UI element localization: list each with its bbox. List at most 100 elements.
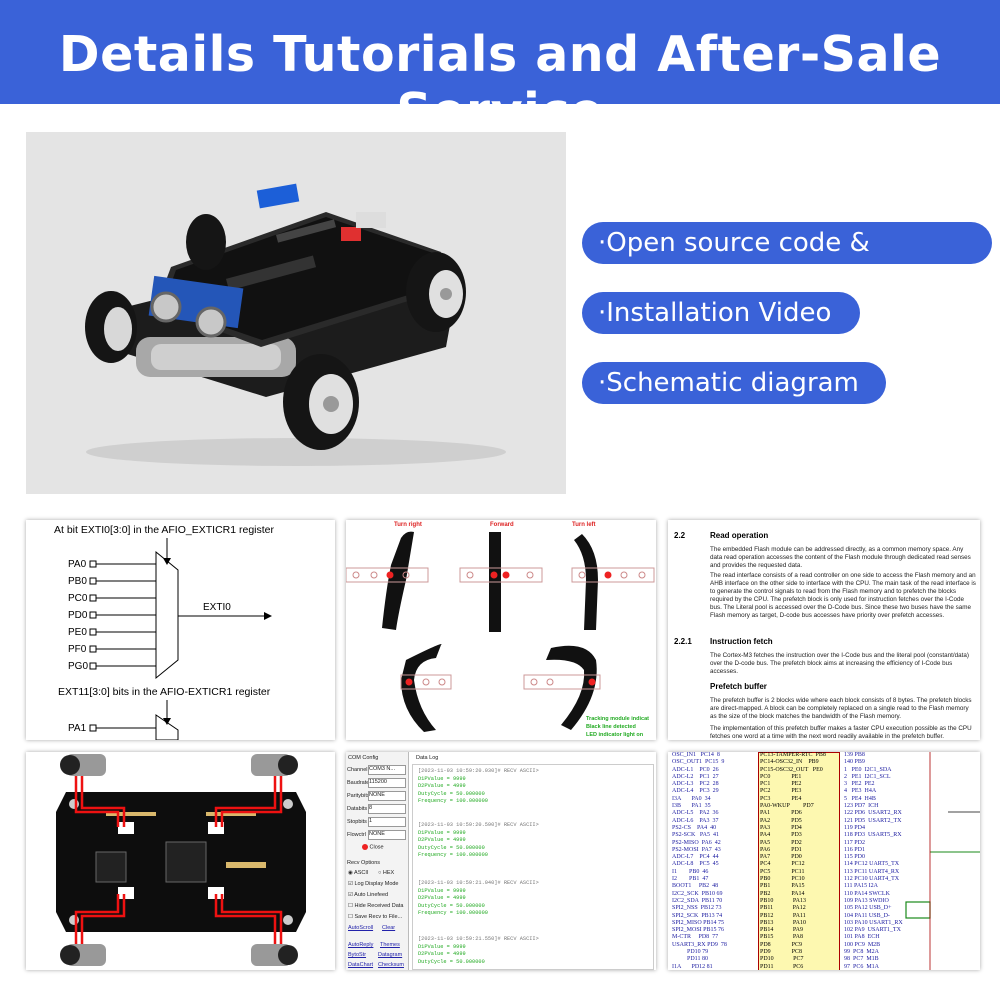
auto-linefeed-checkbox[interactable]: ☑ Auto Linefeed <box>348 892 389 898</box>
stopbits-select[interactable]: 1 <box>368 817 406 827</box>
hide-received-checkbox[interactable]: ☐ Hide Received Data <box>348 903 404 909</box>
ascii-radio[interactable]: ◉ ASCII <box>348 870 369 876</box>
log-line: DutyCycle = 50.000000 <box>418 958 485 965</box>
log-display-checkbox[interactable]: ☑ Log Display Mode <box>348 881 399 887</box>
pin-label: PE0 <box>68 627 87 638</box>
thumb-datasheet: 2.2 Read operation The embedded Flash mo… <box>668 520 980 740</box>
themes-link[interactable]: Themes <box>380 942 400 948</box>
log-line: Frequency = 100.000000 <box>418 910 488 916</box>
schematic-left-nets: OSC_IN1 PC14 8 OSC_OUT1 PC15 9 ADC-L1 PC… <box>672 752 727 970</box>
log-head: [2023-11-03 10:59:20.590]# RECV ASCII> <box>418 822 539 828</box>
schematic-wires <box>905 752 980 970</box>
section-number: 2.2.1 <box>674 637 692 646</box>
pin-label: PC0 <box>68 593 88 604</box>
robot-car-illustration <box>85 183 506 466</box>
checksum-link[interactable]: Checksum <box>378 962 404 968</box>
log-line: DutyCycle = 50.000000 <box>418 844 485 851</box>
field-label: Databits <box>347 806 368 812</box>
label-turn-right: Turn right <box>394 522 422 528</box>
schematic-mcu-pins: PC13-TAMPER-RTC PB8 PC14-OSC32_IN PB9 PC… <box>760 752 826 970</box>
schematic-right-nets: 139 PB8 140 PB9 1 PE0 I2C1_SDA 2 PE1 I2C… <box>844 752 903 970</box>
banner-title: Details Tutorials and After-Sale Service <box>58 26 942 140</box>
feature-open-source: ·Open source code & courses <box>582 222 992 300</box>
baudrate-select[interactable]: 115200 <box>368 778 406 788</box>
feature-installation-video: ·Installation Video <box>582 292 860 334</box>
log-head: [2023-11-03 10:59:21.040]# RECV ASCII> <box>418 880 539 886</box>
thumb-serial-tool: COM Config Channel COM3 N... Baudrate 11… <box>346 752 656 970</box>
note-tracking: Tracking module indicat <box>586 716 649 722</box>
log-line: D1PValue = 9999 <box>418 943 466 950</box>
pin-label: PA1 <box>68 723 87 734</box>
log-line: Frequency = 100.000000 <box>418 798 488 804</box>
pin-label: PF0 <box>68 644 87 655</box>
log-line: D2PValue = 4999 <box>418 837 466 843</box>
wheel-front-left <box>85 291 137 363</box>
datachart-link[interactable]: DataChart <box>348 962 374 968</box>
save-recv-checkbox[interactable]: ☐ Save Recv to File... <box>348 914 403 920</box>
field-label: Paritybits <box>347 793 370 799</box>
pcb-wiring-diagram <box>26 752 335 970</box>
subsection-title: Prefetch buffer <box>710 682 767 691</box>
paragraph: The embedded Flash module can be address… <box>710 546 971 569</box>
label-turn-left: Turn left <box>572 522 596 528</box>
wheel-rear-left <box>186 214 226 270</box>
log-line: DutyCycle = 50.000000 <box>418 902 485 909</box>
recv-options-title: Recv Options <box>347 860 381 866</box>
mux-title-1: At bit EXTI0[3:0] in the AFIO_EXTICR1 re… <box>54 524 275 536</box>
mux-title-2: EXT11[3:0] bits in the AFIO-EXTICR1 regi… <box>58 686 271 698</box>
feature-schematic: ·Schematic diagram <box>582 362 886 404</box>
thumb-schematic: OSC_IN1 PC14 8 OSC_OUT1 PC15 9 ADC-L1 PC… <box>668 752 980 970</box>
log-line: D2PValue = 4999 <box>418 951 466 957</box>
header-banner: Details Tutorials and After-Sale Service <box>0 0 1000 140</box>
note-black-line: Black line detected <box>586 724 636 730</box>
mux-diagram <box>89 538 272 740</box>
pin-label: PD0 <box>68 610 88 621</box>
exti0-label: EXTI0 <box>203 602 231 613</box>
wheel-rear-right <box>406 252 466 332</box>
log-line: D1PValue = 9999 <box>418 887 466 894</box>
log-line: D1PValue = 9999 <box>418 775 466 782</box>
paragraph: The Cortex-M3 fetches the instruction ov… <box>710 652 970 675</box>
bytostr-link[interactable]: BytoStr <box>348 952 367 958</box>
log-line: D2PValue = 4999 <box>418 895 466 901</box>
channel-select[interactable]: COM3 N... <box>368 765 406 775</box>
parity-select[interactable]: NONE <box>368 791 406 801</box>
datagram-link[interactable]: Datagram <box>378 952 403 958</box>
log-line: D1PValue = 9999 <box>418 829 466 836</box>
serial-sidebar <box>346 752 409 970</box>
log-head: [2023-11-03 10:59:20.030]# RECV ASCII> <box>418 768 539 774</box>
log-line: D2PValue = 4999 <box>418 783 466 789</box>
pin-label: PB0 <box>68 576 87 587</box>
paragraph: The prefetch buffer is 2 blocks wide whe… <box>710 697 972 720</box>
log-head: [2023-11-03 10:59:21.550]# RECV ASCII> <box>418 936 539 942</box>
autoreply-link[interactable]: AutoReply <box>348 942 374 948</box>
data-log-area[interactable] <box>412 764 654 970</box>
field-label: Stopbits <box>347 819 367 825</box>
hex-radio[interactable]: ○ HEX <box>378 870 395 876</box>
autoscroll-link[interactable]: AutoScroll <box>348 925 374 931</box>
pin-label: PG0 <box>68 661 89 672</box>
clear-link[interactable]: Clear <box>382 925 396 931</box>
label-forward: Forward <box>490 522 514 528</box>
log-line: DutyCycle = 50.000000 <box>418 790 485 797</box>
log-line: Frequency = 100.000000 <box>418 852 488 858</box>
field-label: Baudrate <box>347 780 370 786</box>
record-icon <box>362 844 368 850</box>
motor-icon <box>60 754 298 966</box>
flowctrl-select[interactable]: NONE <box>368 830 406 840</box>
thumb-line-tracking: Turn right Forward Turn left Tracking mo… <box>346 520 656 740</box>
field-label: Flowctrl <box>347 832 366 838</box>
close-button[interactable]: Close <box>362 844 390 854</box>
paragraph: The read interface consists of a read co… <box>710 572 976 619</box>
pin-label: PA0 <box>68 559 87 570</box>
thumb-exti-mux: At bit EXTI0[3:0] in the AFIO_EXTICR1 re… <box>26 520 335 740</box>
section-title: Instruction fetch <box>710 637 773 646</box>
mcu-symbol <box>758 752 840 970</box>
tracking-diagram <box>346 531 655 732</box>
databits-select[interactable]: 8 <box>368 804 406 814</box>
note-led: LED indicator light on <box>586 732 644 738</box>
section-title: Read operation <box>710 531 769 540</box>
thumb-motor-wiring <box>26 752 335 970</box>
com-config-title: COM Config <box>348 755 379 761</box>
field-label: Channel <box>347 767 368 773</box>
